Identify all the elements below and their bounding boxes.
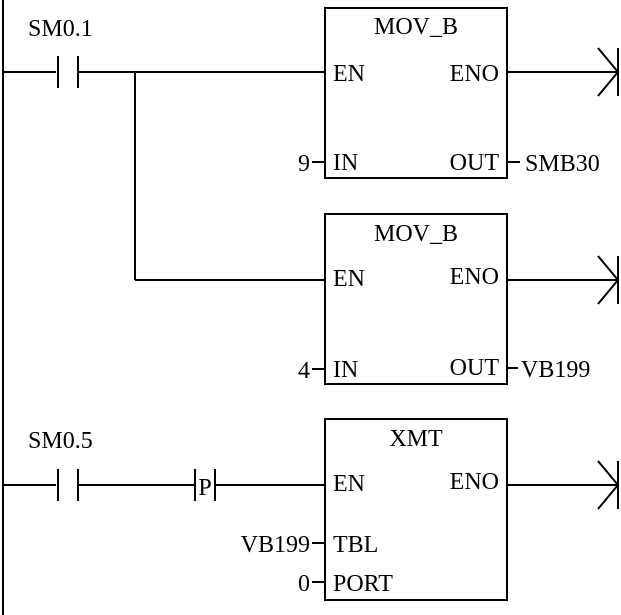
block1-eno-label: ENO bbox=[450, 61, 499, 87]
xmt-en-label: EN bbox=[333, 471, 365, 497]
block2-title: MOV_B bbox=[374, 221, 458, 247]
block2-in-value: 4 bbox=[298, 358, 310, 384]
block1-in-label: IN bbox=[333, 150, 358, 176]
mov-b-block-1[interactable]: MOV_B EN ENO IN OUT bbox=[324, 7, 508, 179]
xmt-port-label: PORT bbox=[333, 571, 393, 597]
xmt-eno-label: ENO bbox=[450, 469, 499, 495]
xmt-tbl-label: TBL bbox=[333, 532, 378, 558]
block1-out-label: OUT bbox=[450, 150, 500, 176]
block2-eno-label: ENO bbox=[450, 264, 499, 290]
xmt-block[interactable]: XMT EN ENO TBL PORT bbox=[324, 418, 508, 601]
block2-en-label: EN bbox=[333, 266, 365, 292]
xmt-tbl-value: VB199 bbox=[241, 532, 310, 558]
block2-out-label: OUT bbox=[450, 355, 500, 381]
block1-title: MOV_B bbox=[374, 14, 458, 40]
xmt-title: XMT bbox=[389, 426, 443, 452]
xmt-eno-arrow bbox=[597, 460, 620, 510]
xmt-port-value: 0 bbox=[298, 571, 310, 597]
mov-b-block-2[interactable]: MOV_B EN ENO IN OUT bbox=[324, 213, 508, 385]
block2-eno-arrow bbox=[597, 255, 620, 305]
contact-sm05-label: SM0.5 bbox=[28, 428, 93, 454]
block1-in-value: 9 bbox=[298, 151, 310, 177]
contact-sm01[interactable] bbox=[57, 56, 79, 88]
block1-out-value: SMB30 bbox=[525, 151, 600, 177]
positive-edge-label: P bbox=[198, 475, 211, 501]
contact-sm05[interactable] bbox=[57, 469, 79, 501]
block2-in-label: IN bbox=[333, 357, 358, 383]
contact-sm01-label: SM0.1 bbox=[28, 16, 93, 42]
block2-out-value: VB199 bbox=[521, 357, 590, 383]
block1-en-label: EN bbox=[333, 61, 365, 87]
block1-eno-arrow bbox=[597, 47, 620, 97]
